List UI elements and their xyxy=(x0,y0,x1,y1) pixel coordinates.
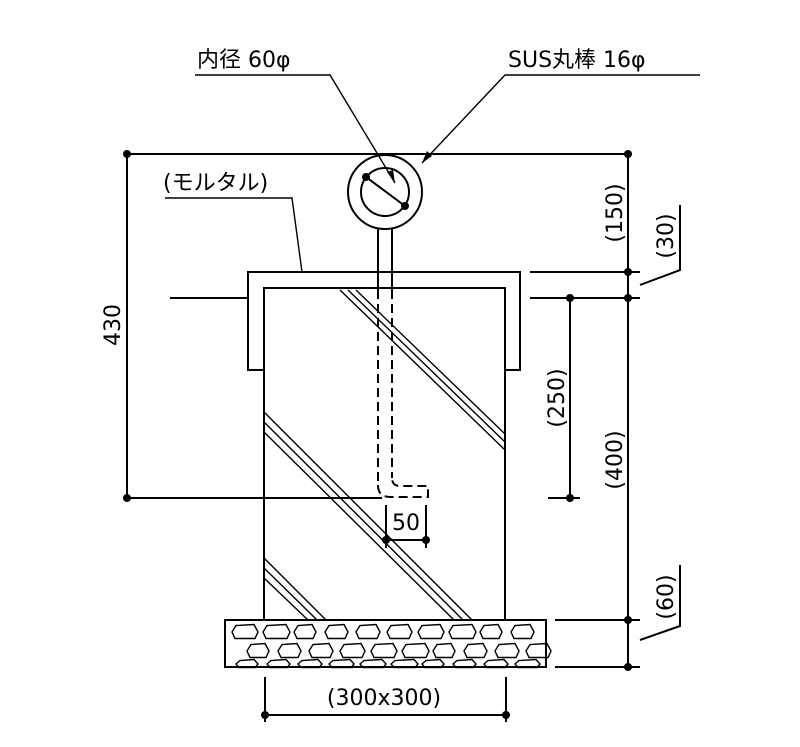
gravel-stone xyxy=(246,642,270,659)
gravel-stone xyxy=(390,658,419,669)
gravel-stone xyxy=(297,658,323,669)
sus-bar-label: SUS丸棒 16φ xyxy=(508,48,646,73)
gravel-stone xyxy=(417,623,445,640)
dim-cap: (30) xyxy=(654,213,679,258)
gravel-stone xyxy=(308,642,334,659)
dim-base: (60) xyxy=(654,574,679,619)
dimension-dots xyxy=(123,150,632,719)
gravel-stone xyxy=(359,658,387,669)
inner-diameter-label: 内径 60φ xyxy=(197,48,291,73)
gravel-stone xyxy=(324,623,349,640)
leader-lines xyxy=(165,74,700,273)
gravel-stone xyxy=(421,658,445,669)
gravel-stone xyxy=(452,658,477,669)
gravel-stone xyxy=(401,642,430,659)
gravel-base xyxy=(224,619,552,669)
gravel-stone xyxy=(386,623,413,640)
gravel-stone xyxy=(339,642,366,659)
dimension-lines xyxy=(126,153,681,722)
gravel-stone xyxy=(277,642,302,659)
gravel-stone xyxy=(479,623,503,640)
gravel-stone xyxy=(494,642,520,659)
concrete-hatching xyxy=(263,289,506,621)
mortar-label: (モルタル) xyxy=(163,171,268,196)
dim-top: (150) xyxy=(603,183,628,242)
dim-total-height: 430 xyxy=(101,304,126,346)
gravel-stone xyxy=(448,623,477,640)
gravel-stone xyxy=(293,623,317,640)
arrowhead xyxy=(387,170,395,183)
gravel-stone xyxy=(514,658,541,669)
gravel-stone xyxy=(525,642,552,659)
dim-hook: 50 xyxy=(392,511,420,536)
gravel-stone xyxy=(262,623,291,640)
gravel-stone xyxy=(510,623,535,640)
gravel-stone xyxy=(328,658,355,669)
gravel-stone xyxy=(483,658,509,669)
gravel-stone xyxy=(432,642,456,659)
mortar-cap xyxy=(247,271,521,371)
gravel-stone xyxy=(355,623,381,640)
dim-block: (400) xyxy=(603,430,628,489)
gravel-stone xyxy=(231,623,259,640)
stainless-bar xyxy=(347,154,429,498)
gravel-stone xyxy=(235,658,259,669)
arrowhead xyxy=(422,151,432,163)
gravel-stone xyxy=(463,642,488,659)
concrete-block xyxy=(263,289,506,621)
gravel-stone xyxy=(266,658,291,669)
dim-embed: (250) xyxy=(545,368,570,427)
gravel-stone xyxy=(370,642,398,659)
dim-footprint: (300x300) xyxy=(327,686,441,711)
